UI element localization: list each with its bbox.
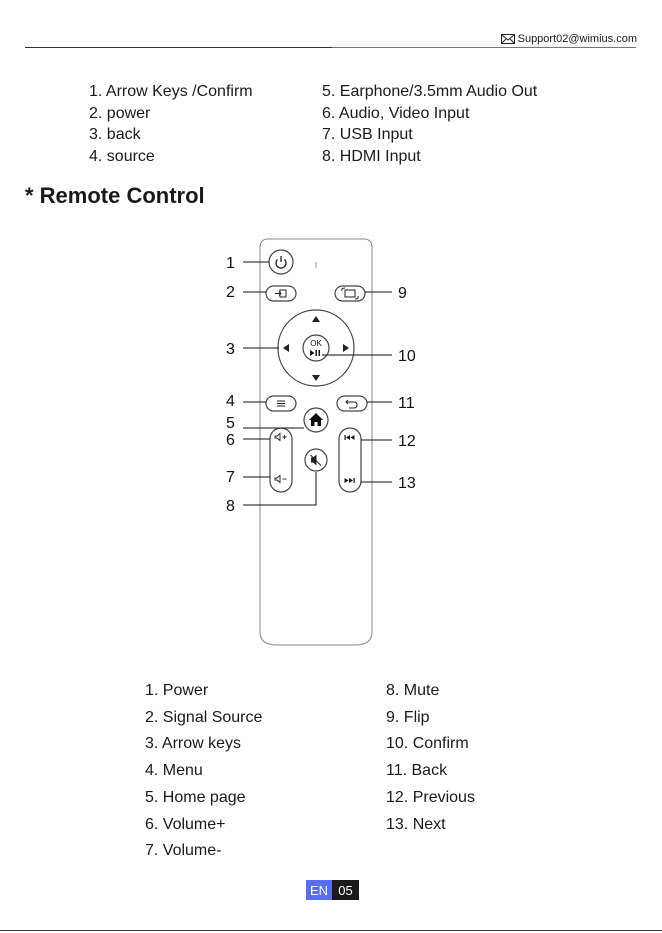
- legend-item: 1. Power: [145, 682, 209, 699]
- port-item: 1. Arrow Keys /Confirm: [89, 83, 253, 100]
- support-contact: Support02@wimius.com: [500, 33, 637, 45]
- port-item: 7. USB Input: [322, 126, 413, 143]
- port-item: 6. Audio, Video Input: [322, 104, 470, 122]
- callout-1: 1: [226, 255, 235, 272]
- header-rule: [25, 47, 332, 48]
- callout-3: 3: [226, 341, 235, 358]
- footer-rule: [0, 930, 662, 931]
- callout-4: 4: [226, 393, 235, 410]
- port-item: 2. power: [89, 104, 151, 122]
- mute-icon: [310, 454, 322, 466]
- remote-legend-left: 1. Power 2. Signal Source 3. Arrow keys …: [145, 678, 262, 865]
- ok-label: OK: [310, 339, 322, 348]
- callout-8: 8: [226, 498, 235, 515]
- support-email: Support02@wimius.com: [517, 33, 637, 45]
- home-button: [303, 407, 329, 433]
- arrow-left-icon: [283, 344, 289, 352]
- callout-12: 12: [398, 433, 416, 450]
- port-item: 4. source: [89, 147, 155, 165]
- callout-7: 7: [226, 469, 235, 486]
- legend-item: 3. Arrow keys: [145, 735, 242, 753]
- port-item: 5. Earphone/3.5mm Audio Out: [322, 83, 538, 100]
- ports-list-right: 5. Earphone/3.5mm Audio Out 6. Audio, Vi…: [322, 81, 537, 167]
- track-rocker: [338, 427, 362, 493]
- port-item: 8. HDMI Input: [322, 147, 421, 165]
- callout-6: 6: [226, 432, 235, 449]
- legend-item: 2. Signal Source: [145, 708, 263, 726]
- volume-rocker: [269, 427, 293, 493]
- remote-legend-right: 8. Mute 9. Flip 10. Confirm 11. Back 12.…: [386, 678, 475, 838]
- legend-item: 13. Next: [386, 815, 446, 833]
- legend-item: 7. Volume-: [145, 842, 222, 860]
- volume-up-icon: [274, 432, 287, 442]
- legend-item: 4. Menu: [145, 762, 203, 780]
- source-icon: [275, 289, 287, 298]
- legend-item: 6. Volume+: [145, 815, 226, 833]
- language-badge: EN: [306, 880, 332, 900]
- legend-item: 9. Flip: [386, 708, 430, 726]
- port-item: 3. back: [89, 126, 141, 143]
- callout-10: 10: [398, 348, 416, 365]
- menu-button: [265, 395, 297, 412]
- power-icon: [275, 256, 287, 269]
- power-button: [268, 249, 294, 275]
- page-number-value: 05: [332, 880, 359, 900]
- callout-2: 2: [226, 284, 235, 301]
- legend-item: 5. Home page: [145, 788, 246, 806]
- play-pause-icon: [310, 350, 320, 356]
- envelope-icon: [500, 34, 515, 44]
- callout-9: 9: [398, 285, 407, 302]
- callout-11: 11: [398, 395, 415, 412]
- ports-list-left: 1. Arrow Keys /Confirm 2. power 3. back …: [89, 81, 253, 167]
- callout-13: 13: [398, 475, 416, 492]
- arrow-up-icon: [312, 316, 320, 322]
- flip-icon: [341, 287, 359, 300]
- callout-5: 5: [226, 415, 235, 432]
- back-button: [336, 395, 368, 412]
- arrow-right-icon: [343, 344, 349, 352]
- section-title: * Remote Control: [25, 183, 205, 208]
- legend-item: 8. Mute: [386, 682, 440, 699]
- legend-item: 12. Previous: [386, 788, 475, 806]
- volume-down-icon: [274, 474, 287, 484]
- back-arrow-icon: [345, 399, 358, 409]
- source-button: [265, 285, 297, 302]
- callout-lines: [243, 261, 392, 506]
- next-icon: [344, 478, 355, 483]
- header-rule-accent: [332, 47, 636, 48]
- page-number: EN 05: [306, 880, 359, 900]
- flip-button: [334, 285, 366, 302]
- legend-item: 10. Confirm: [386, 735, 469, 753]
- arrow-down-icon: [312, 375, 320, 381]
- menu-icon: [277, 400, 285, 407]
- previous-icon: [344, 435, 355, 440]
- legend-item: 11. Back: [386, 762, 448, 780]
- mute-button: [304, 448, 328, 472]
- ok-button: OK: [302, 334, 330, 362]
- home-icon: [309, 413, 323, 426]
